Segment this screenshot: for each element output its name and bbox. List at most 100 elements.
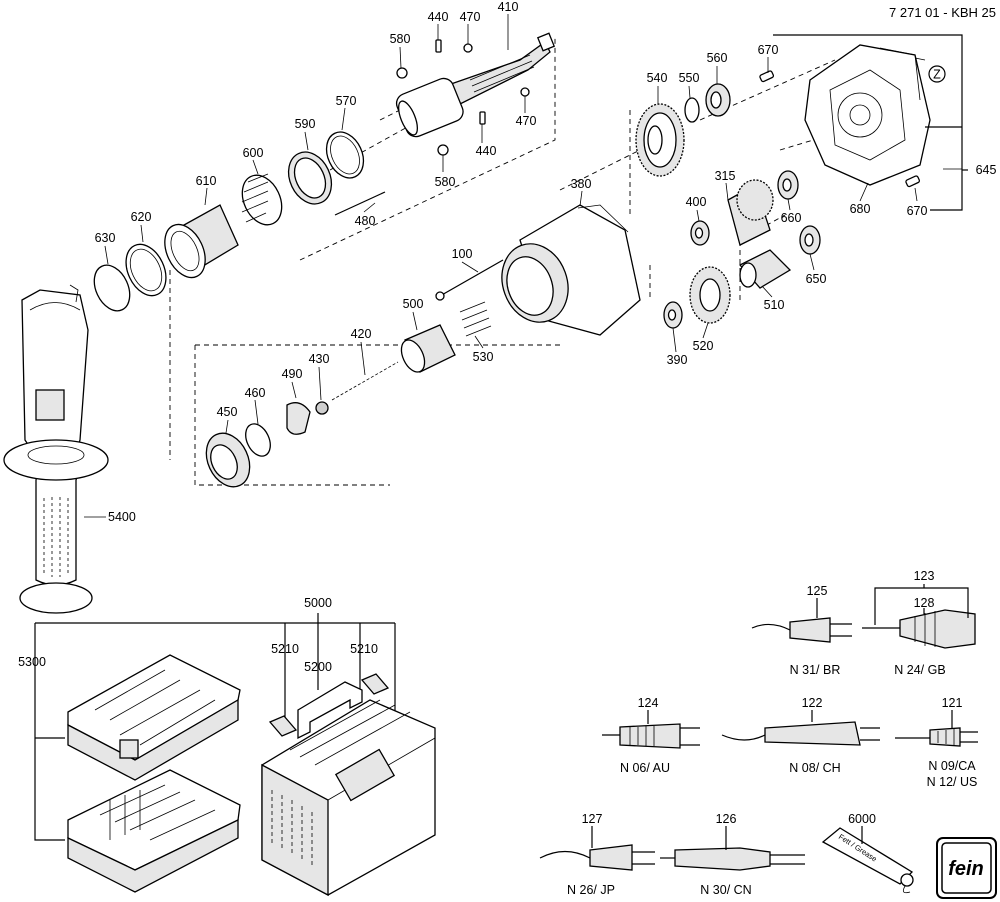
spring-420 (331, 361, 399, 401)
plug-128-gb (862, 584, 976, 649)
spring-530 (459, 301, 492, 337)
part-label: 630 (95, 231, 116, 245)
spindle-410 (395, 32, 556, 138)
part-label: 128 (914, 596, 935, 610)
part-label: 670 (907, 204, 928, 218)
part-label: 123 (914, 569, 935, 583)
part-label: 125 (807, 584, 828, 598)
plug-caption-cn: N 30/ CN (700, 883, 751, 897)
part-label: 121 (942, 696, 963, 710)
ball-470-right (520, 87, 530, 97)
part-label: 560 (707, 51, 728, 65)
plug-125-br (751, 598, 852, 643)
fein-logo: fein (936, 837, 997, 899)
part-label: 124 (638, 696, 659, 710)
ring-590 (287, 151, 333, 205)
part-label: 670 (758, 43, 779, 57)
part-label: 5210 (350, 642, 378, 656)
plug-127-jp (539, 826, 655, 871)
gear-520 (689, 266, 731, 324)
plug-126-cn (660, 826, 805, 871)
part-label: 660 (781, 211, 802, 225)
part-label: 530 (473, 350, 494, 364)
ring-620 (125, 243, 167, 297)
retaining-ring-570 (325, 131, 365, 179)
plug-121-us (895, 710, 978, 747)
part-label: 570 (336, 94, 357, 108)
part-label: 645 (976, 163, 997, 177)
pin-430 (315, 401, 329, 415)
plug-122-ch (721, 710, 880, 746)
latch-5210-left (268, 715, 298, 737)
snap-ring-460 (245, 423, 271, 457)
part-label: 390 (667, 353, 688, 367)
part-label: 460 (245, 386, 266, 400)
plug-caption-jp: N 26/ JP (567, 883, 615, 897)
part-label: 430 (309, 352, 330, 366)
part-label: 610 (196, 174, 217, 188)
handle-5200 (297, 681, 363, 740)
bearing-650 (799, 225, 821, 255)
part-label: 127 (582, 812, 603, 826)
pinion-510 (738, 249, 792, 289)
gear-cover-680 (804, 44, 931, 186)
ball-470-top (463, 43, 473, 53)
bearing-390 (663, 301, 683, 329)
snap-ring-630 (93, 264, 131, 312)
bracket-645 (773, 34, 968, 211)
case-insert-bottom (67, 769, 241, 893)
part-label: 315 (715, 169, 736, 183)
part-label: 440 (428, 10, 449, 24)
plug-124-au (602, 710, 700, 749)
part-label: 520 (693, 339, 714, 353)
part-label: 100 (452, 247, 473, 261)
part-label: 650 (806, 272, 827, 286)
side-handle-5400 (3, 284, 109, 614)
part-label: 5210 (271, 642, 299, 656)
plug-caption-gb: N 24/ GB (894, 663, 945, 677)
part-label: 510 (764, 298, 785, 312)
part-label: 410 (498, 0, 519, 14)
part-label: 550 (679, 71, 700, 85)
leader-lines (84, 14, 962, 518)
plug-caption-us: N 12/ US (927, 775, 978, 789)
grease-tube-6000: Fett / Grease (821, 826, 914, 894)
bearing-660 (777, 170, 799, 200)
snap-ring-550 (684, 97, 700, 123)
part-number-labels: 410 440 470 580 470 440 580 570 590 600 … (18, 0, 996, 826)
svg-text:Z: Z (933, 68, 941, 82)
case-body (261, 699, 436, 897)
part-label: 470 (460, 10, 481, 24)
part-label: 126 (716, 812, 737, 826)
part-label: 620 (131, 210, 152, 224)
gear-housing-380 (501, 204, 641, 336)
case-brackets (34, 613, 396, 841)
part-label: 400 (686, 195, 707, 209)
part-label: 490 (282, 367, 303, 381)
plug-caption-au: N 06/ AU (620, 761, 670, 775)
gear-540 (635, 103, 685, 177)
part-label: 122 (802, 696, 823, 710)
ball-580-top (396, 67, 408, 79)
latch-5210-right (360, 673, 390, 695)
part-label: 480 (355, 214, 376, 228)
part-label: 580 (435, 175, 456, 189)
part-label: 500 (403, 297, 424, 311)
part-label: 680 (850, 202, 871, 216)
bearing-560 (705, 83, 731, 117)
case-insert-top (67, 654, 241, 781)
pinion-315 (727, 179, 774, 246)
bolt-100 (435, 259, 504, 301)
document-id: 7 271 01 - KBH 25 (889, 5, 996, 20)
part-label: 380 (571, 177, 592, 191)
pin-440-top (435, 39, 442, 53)
part-label: 6000 (848, 812, 876, 826)
plug-caption-ca: N 09/CA (928, 759, 976, 773)
spring-600 (241, 173, 283, 226)
clip-490 (286, 402, 311, 435)
bearing-400 (690, 220, 710, 246)
part-label: 5200 (304, 660, 332, 674)
part-label: 450 (217, 405, 238, 419)
part-label: 470 (516, 114, 537, 128)
